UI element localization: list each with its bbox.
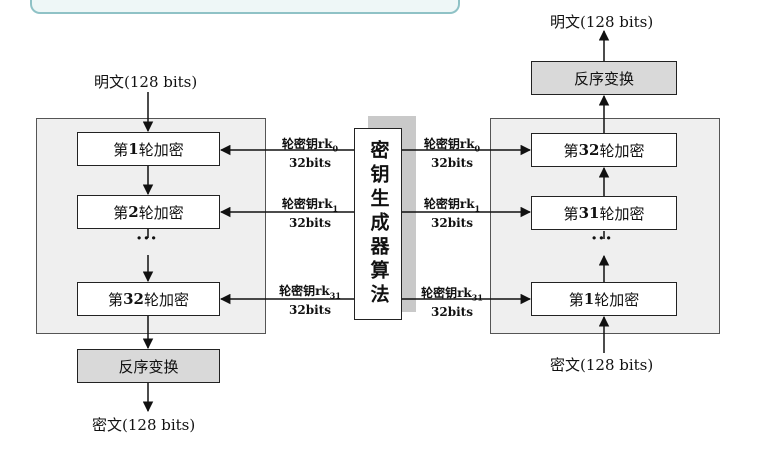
ellipsis-left: ··· [136,228,158,249]
reverse-transform-right: 反序变换 [531,61,677,95]
reverse-transform-left: 反序变换 [77,349,220,383]
plaintext-output-label: 明文(128 bits) [550,13,654,31]
header-banner [30,0,460,14]
plaintext-input-label: 明文(128 bits) [94,73,198,91]
ellipsis-right: ··· [591,228,613,249]
key-generator-label: 密钥生成器算法 [367,140,390,308]
key-generator-box: 密钥生成器算法 [354,128,402,320]
ciphertext-output-label: 密文(128 bits) [92,416,196,434]
ciphertext-input-label: 密文(128 bits) [550,356,654,374]
